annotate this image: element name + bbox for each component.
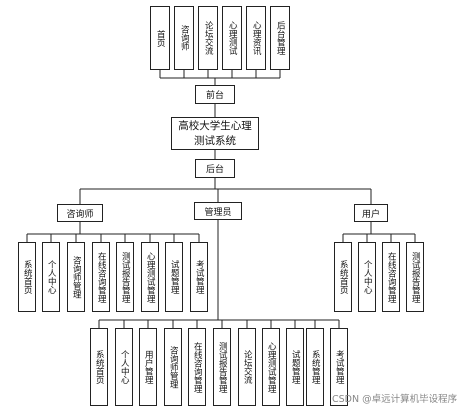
frontend-page-2-label: 咨询师	[179, 25, 190, 51]
counselor-module-5-label: 测试报告管理	[120, 251, 131, 303]
frontend-page-5: 心理资讯	[246, 6, 266, 70]
admin-module-7: 论坛交流	[238, 328, 256, 406]
user-module-4: 测试报告管理	[406, 242, 424, 312]
admin-module-4-label: 咨询师管理	[168, 345, 179, 389]
admin-module-1: 系统首页	[90, 328, 108, 406]
counselor-module-7: 试题管理	[165, 242, 183, 312]
counselor-module-3: 咨询师管理	[67, 242, 85, 312]
admin-module-10: 系统管理	[306, 328, 324, 406]
frontend-page-6: 后台管理	[270, 6, 290, 70]
frontend-page-1-label: 首页	[155, 29, 166, 47]
frontend-page-3: 论坛交流	[198, 6, 218, 70]
role-user: 用户	[354, 204, 388, 222]
backend-node: 后台	[195, 159, 235, 178]
admin-module-8-label: 心理测试管理	[266, 341, 277, 393]
frontend-page-4: 心理测试	[222, 6, 242, 70]
role-counselor: 咨询师	[57, 204, 103, 222]
admin-module-8: 心理测试管理	[262, 328, 280, 406]
counselor-module-4: 在线咨询管理	[92, 242, 110, 312]
counselor-module-5: 测试报告管理	[116, 242, 134, 312]
frontend-node-label: 前台	[205, 91, 224, 101]
admin-module-3: 用户管理	[139, 328, 157, 406]
admin-module-1-label: 系统首页	[94, 350, 105, 384]
admin-module-2-label: 个人中心	[119, 350, 130, 384]
counselor-module-8-label: 考试管理	[194, 260, 205, 294]
counselor-module-2-label: 个人中心	[46, 260, 57, 294]
role-user-label: 用户	[361, 209, 380, 220]
admin-module-11-label: 考试管理	[334, 350, 345, 384]
system-title-label: 高校大学生心理测试系统	[178, 120, 252, 147]
frontend-page-1: 首页	[150, 6, 170, 70]
role-admin-label: 管理员	[204, 207, 232, 218]
frontend-page-3-label: 论坛交流	[203, 21, 214, 55]
counselor-module-6-label: 心理测试管理	[145, 251, 156, 303]
frontend-page-5-label: 心理资讯	[251, 21, 262, 55]
user-module-3-label: 在线咨询管理	[386, 251, 397, 303]
user-module-2-label: 个人中心	[362, 260, 373, 294]
admin-module-9-label: 试题管理	[290, 350, 301, 384]
watermark: CSDN @卓远计算机毕设程序	[332, 394, 458, 405]
user-module-1-label: 系统首页	[338, 260, 349, 294]
admin-module-3-label: 用户管理	[143, 350, 154, 384]
admin-module-6-label: 测试报告管理	[217, 341, 228, 393]
admin-module-7-label: 论坛交流	[242, 350, 253, 384]
counselor-module-1: 系统首页	[18, 242, 36, 312]
user-module-2: 个人中心	[358, 242, 376, 312]
role-counselor-label: 咨询师	[66, 209, 94, 220]
counselor-module-7-label: 试题管理	[169, 260, 180, 294]
frontend-page-2: 咨询师	[174, 6, 194, 70]
role-admin: 管理员	[194, 202, 242, 220]
counselor-module-3-label: 咨询师管理	[71, 255, 82, 299]
counselor-module-8: 考试管理	[190, 242, 208, 312]
admin-module-11: 考试管理	[330, 328, 348, 406]
frontend-page-6-label: 后台管理	[275, 21, 286, 55]
frontend-page-4-label: 心理测试	[227, 21, 238, 55]
connector-lines	[26, 70, 416, 328]
admin-module-2: 个人中心	[115, 328, 133, 406]
system-title: 高校大学生心理测试系统	[171, 117, 259, 150]
admin-module-4: 咨询师管理	[164, 328, 182, 406]
counselor-module-4-label: 在线咨询管理	[96, 251, 107, 303]
admin-module-5-label: 在线咨询管理	[192, 341, 203, 393]
admin-module-9: 试题管理	[286, 328, 304, 406]
user-module-1: 系统首页	[334, 242, 352, 312]
user-module-4-label: 测试报告管理	[410, 251, 421, 303]
counselor-module-2: 个人中心	[42, 242, 60, 312]
admin-module-10-label: 系统管理	[310, 350, 321, 384]
admin-module-5: 在线咨询管理	[188, 328, 206, 406]
frontend-node: 前台	[195, 85, 235, 104]
admin-module-6: 测试报告管理	[213, 328, 231, 406]
counselor-module-1-label: 系统首页	[22, 260, 33, 294]
counselor-module-6: 心理测试管理	[141, 242, 159, 312]
user-module-3: 在线咨询管理	[382, 242, 400, 312]
backend-node-label: 后台	[205, 165, 224, 175]
